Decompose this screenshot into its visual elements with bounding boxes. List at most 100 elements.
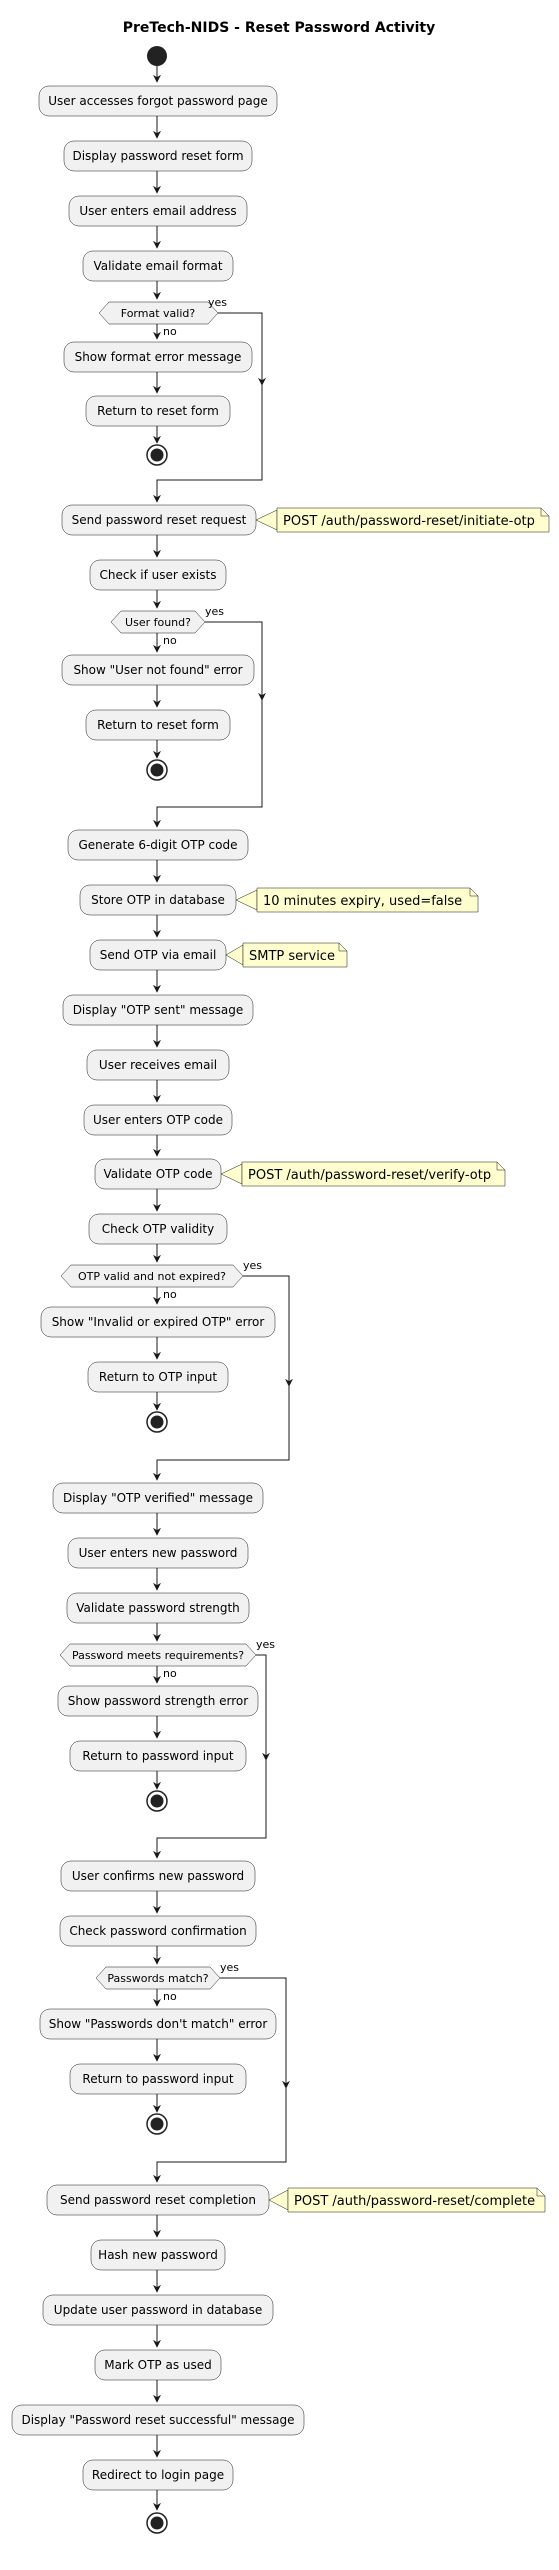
yes-label: yes <box>256 1638 275 1651</box>
yes-label: yes <box>208 296 227 309</box>
action-node: Check if user exists <box>89 559 227 591</box>
action-node: Store OTP in database <box>79 884 237 916</box>
svg-text:Return to password input: Return to password input <box>82 2072 233 2086</box>
svg-text:User receives email: User receives email <box>99 1058 217 1072</box>
action-node: Display "OTP verified" message <box>52 1482 264 1514</box>
no-label: no <box>163 1288 177 1301</box>
stop-node <box>146 759 168 781</box>
svg-text:POST /auth/password-reset/comp: POST /auth/password-reset/complete <box>294 2194 535 2209</box>
action-node: Show format error message <box>63 341 253 373</box>
svg-text:OTP valid and not expired?: OTP valid and not expired? <box>78 1270 226 1283</box>
action-node: User confirms new password <box>60 1860 256 1892</box>
action-node: Check OTP validity <box>88 1213 228 1245</box>
yes-label: yes <box>220 1961 239 1974</box>
decision-node: Passwords match? <box>95 1966 221 1990</box>
note: POST /auth/password-reset/verify-otp <box>220 1161 506 1187</box>
svg-text:Return to reset form: Return to reset form <box>97 404 219 418</box>
svg-text:User confirms new password: User confirms new password <box>72 1869 244 1883</box>
action-node: Show "User not found" error <box>61 654 255 686</box>
action-node: User enters email address <box>68 195 248 227</box>
svg-text:Mark OTP as used: Mark OTP as used <box>104 2358 212 2372</box>
svg-text:Hash new password: Hash new password <box>98 2248 218 2262</box>
svg-text:Check password confirmation: Check password confirmation <box>69 1924 246 1938</box>
no-label: no <box>163 634 177 647</box>
svg-text:Format valid?: Format valid? <box>121 307 196 320</box>
svg-text:Display "Password reset succes: Display "Password reset successful" mess… <box>21 2413 294 2427</box>
svg-text:Validate email format: Validate email format <box>93 259 222 273</box>
svg-text:Check OTP validity: Check OTP validity <box>102 1222 214 1236</box>
action-node: Return to password input <box>69 1740 247 1772</box>
action-node: Return to reset form <box>85 709 231 741</box>
action-node: Return to OTP input <box>87 1361 229 1393</box>
no-label: no <box>163 1667 177 1680</box>
action-node: User enters new password <box>67 1537 249 1569</box>
diagram-title: PreTech-NIDS - Reset Password Activity <box>123 20 436 36</box>
action-node: Send password reset completion <box>46 2184 270 2216</box>
svg-text:10 minutes expiry, used=false: 10 minutes expiry, used=false <box>263 894 462 909</box>
action-node: Display "Password reset successful" mess… <box>11 2404 305 2436</box>
action-node: Mark OTP as used <box>94 2349 222 2381</box>
no-label: no <box>163 325 177 338</box>
svg-text:Check if user exists: Check if user exists <box>100 568 217 582</box>
svg-text:User accesses forgot password: User accesses forgot password page <box>48 94 268 108</box>
action-node: User accesses forgot password page <box>38 85 278 117</box>
note: 10 minutes expiry, used=false <box>235 887 479 913</box>
action-node: Send OTP via email <box>89 939 227 971</box>
svg-text:User found?: User found? <box>125 616 191 629</box>
svg-text:Redirect to login page: Redirect to login page <box>92 2468 224 2482</box>
action-node: Show "Invalid or expired OTP" error <box>40 1306 276 1338</box>
svg-text:Send OTP via email: Send OTP via email <box>100 948 217 962</box>
svg-text:Passwords match?: Passwords match? <box>107 1972 208 1985</box>
action-node: Return to password input <box>69 2063 247 2095</box>
svg-text:Send password reset completion: Send password reset completion <box>60 2193 256 2207</box>
note: POST /auth/password-reset/initiate-otp <box>255 507 550 533</box>
decision-node: Password meets requirements? <box>59 1643 257 1667</box>
action-node: Generate 6-digit OTP code <box>67 829 249 861</box>
svg-text:Display "OTP verified" message: Display "OTP verified" message <box>63 1491 253 1505</box>
svg-text:Display password reset form: Display password reset form <box>72 149 243 163</box>
action-node: Validate OTP code <box>94 1158 222 1190</box>
svg-text:Validate password strength: Validate password strength <box>76 1601 240 1615</box>
svg-text:Validate OTP code: Validate OTP code <box>104 1167 213 1181</box>
svg-text:SMTP service: SMTP service <box>249 949 335 964</box>
svg-text:Show "Invalid or expired OTP": Show "Invalid or expired OTP" error <box>52 1315 265 1329</box>
svg-text:Show password strength error: Show password strength error <box>68 1694 248 1708</box>
svg-text:Store OTP in database: Store OTP in database <box>91 893 225 907</box>
action-node: Hash new password <box>90 2239 226 2271</box>
yes-label: yes <box>243 1259 262 1272</box>
action-node: Validate email format <box>82 250 234 282</box>
note: SMTP service <box>225 942 348 968</box>
action-node: Validate password strength <box>66 1592 250 1624</box>
action-node: Update user password in database <box>42 2294 274 2326</box>
start-node <box>147 46 167 66</box>
svg-text:Update user password in databa: Update user password in database <box>54 2303 262 2317</box>
action-node: Display "OTP sent" message <box>62 994 254 1026</box>
svg-text:Show format error message: Show format error message <box>75 350 242 364</box>
action-node: Display password reset form <box>63 140 253 172</box>
svg-text:Send password reset request: Send password reset request <box>72 513 247 527</box>
action-node: Check password confirmation <box>59 1915 257 1947</box>
stop-node <box>146 1790 168 1812</box>
decision-node: User found? <box>110 610 206 634</box>
action-node: User enters OTP code <box>83 1104 233 1136</box>
stop-node <box>146 2512 168 2534</box>
action-node: Return to reset form <box>85 395 231 427</box>
svg-text:User enters OTP code: User enters OTP code <box>93 1113 223 1127</box>
svg-text:User enters new password: User enters new password <box>79 1546 238 1560</box>
svg-text:Password meets requirements?: Password meets requirements? <box>72 1649 244 1662</box>
svg-text:Return to reset form: Return to reset form <box>97 718 219 732</box>
action-node: Show password strength error <box>57 1685 259 1717</box>
decision-node: Format valid? <box>98 301 219 325</box>
action-node: Send password reset request <box>61 504 257 536</box>
stop-node <box>146 1411 168 1433</box>
stop-node <box>146 2113 168 2135</box>
action-node: User receives email <box>86 1049 230 1081</box>
decision-node: OTP valid and not expired? <box>60 1264 244 1288</box>
note: POST /auth/password-reset/complete <box>268 2187 546 2213</box>
svg-text:POST /auth/password-reset/veri: POST /auth/password-reset/verify-otp <box>248 1168 491 1183</box>
stop-node <box>146 444 168 466</box>
svg-text:User enters email address: User enters email address <box>79 204 236 218</box>
yes-label: yes <box>205 605 224 618</box>
action-node: Show "Passwords don't match" error <box>39 2008 277 2040</box>
